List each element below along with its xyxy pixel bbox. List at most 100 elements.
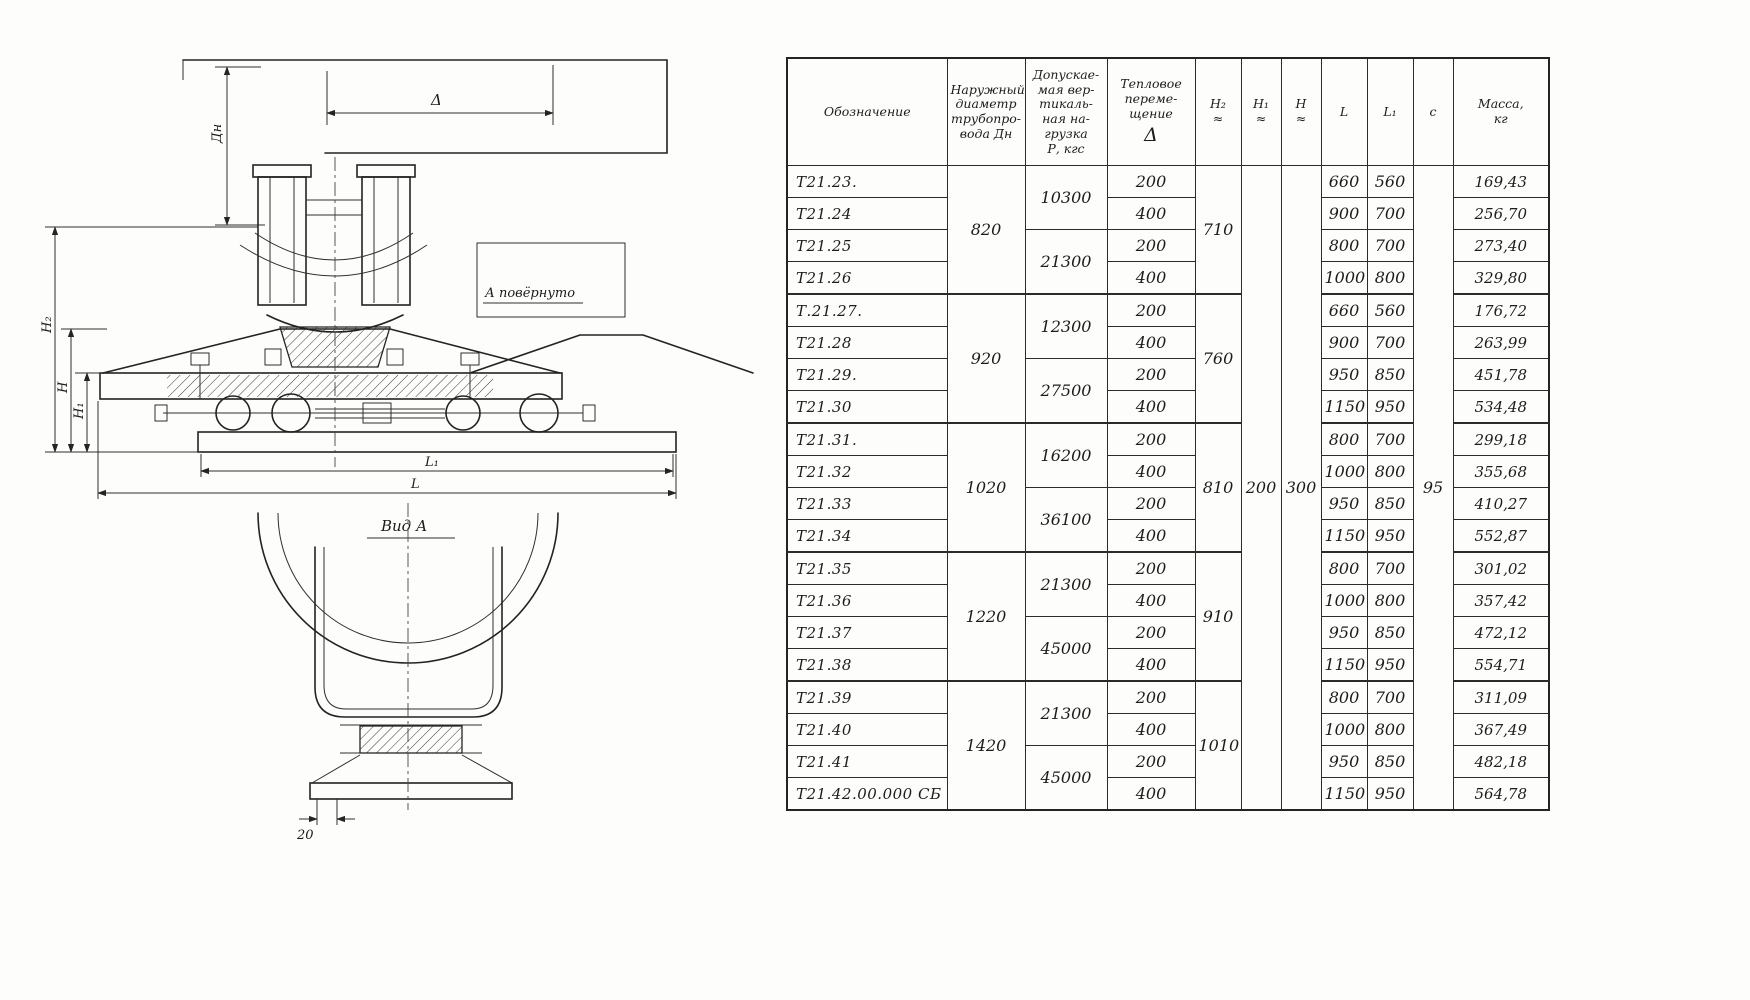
cell-load: 16200 [1024,422,1108,488]
cell-L1: 850 [1366,487,1414,520]
cell-L: 660 [1320,293,1368,327]
cell-mass: 329,80 [1452,261,1550,295]
view-a-title: Вид А [380,517,427,535]
dim-dn: Дн [210,66,265,226]
cell-h: 300 [1280,165,1322,811]
view-a: Вид А 20 [257,503,559,843]
cell-diameter: 1020 [946,422,1026,553]
cell-designation: Т21.33 [786,487,948,520]
cell-mass: 367,49 [1452,713,1550,746]
l-dim-label: L [410,477,420,492]
cell-L1: 700 [1366,197,1414,230]
cell-load: 21300 [1024,680,1108,746]
cell-designation: Т.21.27. [786,293,948,327]
cell-mass: 169,43 [1452,165,1550,198]
cell-mass: 472,12 [1452,616,1550,649]
cell-designation: Т21.38 [786,648,948,682]
cell-load: 12300 [1024,293,1108,359]
dim20-label: 20 [296,828,314,843]
cell-mass: 256,70 [1452,197,1550,230]
cell-diameter: 1420 [946,680,1026,811]
cell-L1: 560 [1366,293,1414,327]
cell-mass: 554,71 [1452,648,1550,682]
cell-designation: Т21.32 [786,455,948,488]
cell-h2: 910 [1194,551,1242,682]
support-beams [102,328,561,374]
cell-mass: 552,87 [1452,519,1550,553]
cell-designation: Т21.31. [786,422,948,456]
cell-delta: 200 [1106,358,1196,391]
cell-L1: 950 [1366,390,1414,424]
cell-designation: Т21.40 [786,713,948,746]
cell-L1: 700 [1366,229,1414,262]
cell-delta: 200 [1106,229,1196,262]
l1-dim-label: L₁ [424,455,439,470]
cell-L1: 800 [1366,261,1414,295]
cell-diameter: 820 [946,165,1026,295]
cell-load: 45000 [1024,745,1108,811]
cell-L: 800 [1320,229,1368,262]
cell-L: 1000 [1320,584,1368,617]
cell-mass: 299,18 [1452,422,1550,456]
cell-L: 900 [1320,326,1368,359]
base-plate [197,431,677,453]
cell-load: 21300 [1024,229,1108,295]
cell-L1: 950 [1366,648,1414,682]
cell-L1: 850 [1366,745,1414,778]
cell-designation: Т21.36 [786,584,948,617]
cell-delta: 200 [1106,551,1196,585]
saddle [264,314,404,368]
cell-mass: 355,68 [1452,455,1550,488]
cell-L: 1150 [1320,390,1368,424]
col-header-h: Н≈ [1280,57,1322,166]
cell-L: 900 [1320,197,1368,230]
cell-L1: 950 [1366,519,1414,553]
cell-load: 10300 [1024,165,1108,230]
cell-delta: 400 [1106,261,1196,295]
cell-delta: 400 [1106,197,1196,230]
cell-mass: 301,02 [1452,551,1550,585]
cell-L: 1150 [1320,519,1368,553]
cell-delta: 400 [1106,648,1196,682]
cell-h2: 710 [1194,165,1242,295]
cell-mass: 451,78 [1452,358,1550,391]
col-header-h2: Н₂≈ [1194,57,1242,166]
cell-mass: 410,27 [1452,487,1550,520]
cell-delta: 200 [1106,680,1196,714]
dim-delta: Δ [326,65,554,125]
cell-designation: Т21.41 [786,745,948,778]
cell-mass: 273,40 [1452,229,1550,262]
col-header-c: с [1412,57,1454,166]
cell-h2: 760 [1194,293,1242,424]
cell-h2: 810 [1194,422,1242,553]
top-plate [99,352,563,400]
dim-heights: Н₂ Н Н₁ [40,226,258,453]
drawing-area: Δ Дн [15,35,785,935]
h2-dim-label: Н₂ [40,316,55,334]
cell-L: 950 [1320,358,1368,391]
h-dim-label: Н [56,381,71,394]
cell-mass: 534,48 [1452,390,1550,424]
cell-load: 36100 [1024,487,1108,553]
cell-L1: 800 [1366,584,1414,617]
cell-designation: Т21.26 [786,261,948,295]
cell-delta: 400 [1106,455,1196,488]
h1-dim-label: Н₁ [72,402,87,420]
cell-mass: 482,18 [1452,745,1550,778]
cell-L1: 800 [1366,713,1414,746]
cell-mass: 357,42 [1452,584,1550,617]
cell-delta: 400 [1106,326,1196,359]
cell-mass: 311,09 [1452,680,1550,714]
dim-20: 20 [296,799,355,843]
col-header-mass: Масса,кг [1452,57,1550,166]
cell-diameter: 1220 [946,551,1026,682]
rollers [154,393,596,433]
cell-designation: Т21.23. [786,165,948,198]
cell-L1: 950 [1366,777,1414,811]
cell-L1: 700 [1366,551,1414,585]
cell-load: 45000 [1024,616,1108,682]
cell-load: 27500 [1024,358,1108,424]
col-header-designation: Обозначение [786,57,948,166]
